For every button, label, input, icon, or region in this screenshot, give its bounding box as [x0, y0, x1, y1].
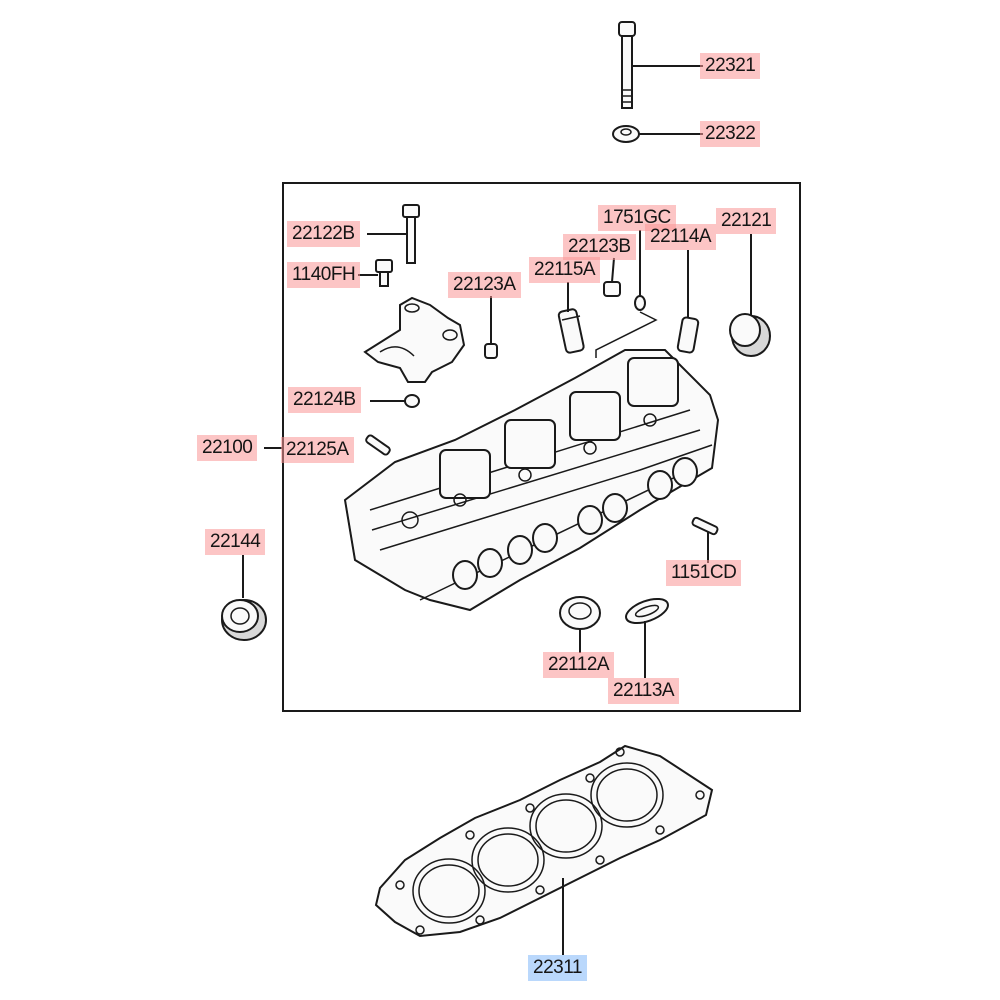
- oval-gasket-part[interactable]: [623, 594, 671, 628]
- valve-guide-a-part[interactable]: [676, 316, 700, 354]
- part-label-22125A[interactable]: 22125A: [281, 437, 354, 463]
- camshaft-bearing-cap-part[interactable]: [363, 296, 466, 383]
- pin-part[interactable]: [691, 516, 719, 536]
- head-plug-part[interactable]: [729, 313, 771, 357]
- part-label-22100[interactable]: 22100: [197, 435, 258, 461]
- camshaft-oil-seal-part[interactable]: [221, 599, 267, 641]
- cam-cap-bolt-part[interactable]: [402, 204, 420, 264]
- part-label-22124B[interactable]: 22124B: [288, 387, 361, 413]
- part-label-1151CD[interactable]: 1151CD: [666, 560, 742, 586]
- part-label-22122B[interactable]: 22122B: [287, 221, 360, 247]
- part-label-22144[interactable]: 22144: [205, 529, 266, 555]
- valve-stem-seal-part[interactable]: [484, 343, 498, 359]
- o-ring-part[interactable]: [634, 295, 646, 311]
- part-label-22115A[interactable]: 22115A: [529, 257, 601, 283]
- part-label-22113A[interactable]: 22113A: [608, 678, 680, 704]
- cylinder-head-part[interactable]: [343, 349, 720, 612]
- part-label-22123A[interactable]: 22123A: [448, 272, 521, 298]
- part-label-1140FH[interactable]: 1140FH: [287, 262, 361, 288]
- small-plug-part[interactable]: [404, 394, 420, 408]
- valve-seal-b-part[interactable]: [603, 281, 621, 297]
- part-label-22123B[interactable]: 22123B: [563, 234, 636, 260]
- head-bolt-part[interactable]: [618, 21, 636, 109]
- spark-plug-tube-seal-part[interactable]: [559, 596, 601, 630]
- valve-guide-part[interactable]: [557, 308, 585, 354]
- small-flange-bolt-part[interactable]: [375, 259, 393, 287]
- part-label-22311[interactable]: 22311: [528, 955, 587, 981]
- part-label-22114A[interactable]: 22114A: [645, 224, 717, 250]
- part-label-22321[interactable]: 22321: [700, 53, 761, 79]
- part-label-22322[interactable]: 22322: [700, 121, 761, 147]
- part-label-22112A[interactable]: 22112A: [543, 652, 615, 678]
- part-label-22121[interactable]: 22121: [716, 208, 777, 234]
- head-gasket-part[interactable]: [374, 744, 714, 938]
- dowel-pin-part[interactable]: [365, 434, 391, 456]
- head-bolt-washer-part[interactable]: [612, 125, 640, 143]
